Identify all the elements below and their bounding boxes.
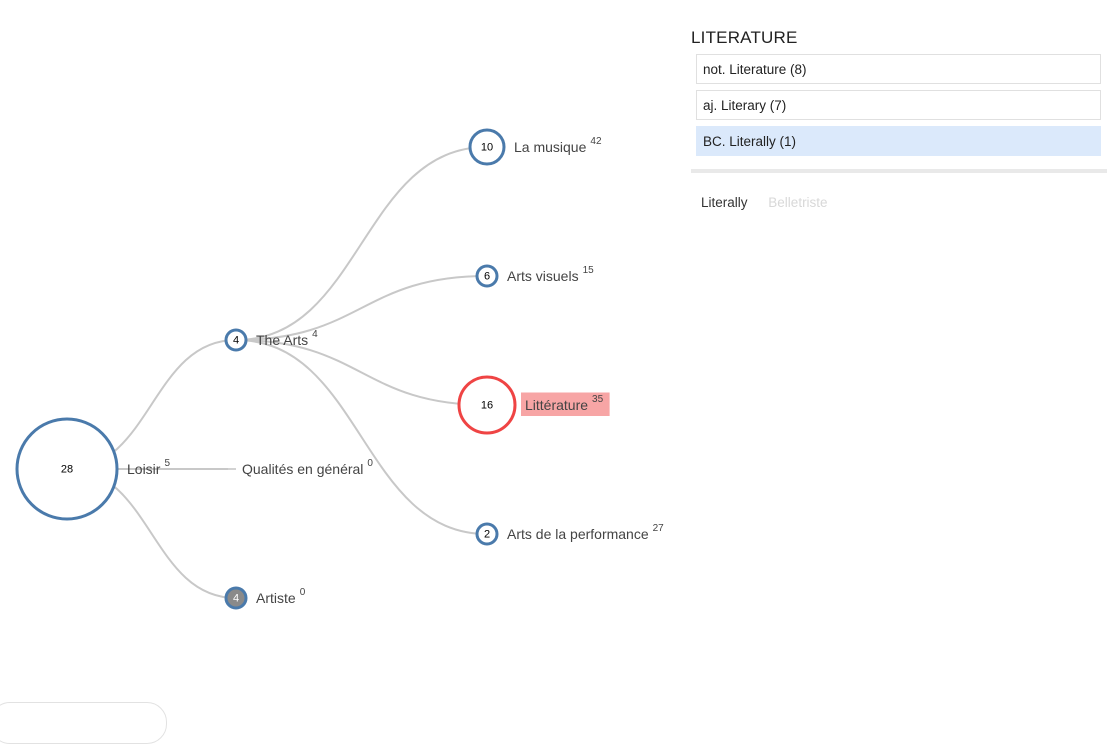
sense-panel: LITERATURE not. Literature (8) aj. Liter… [691, 0, 1107, 210]
node-label-count: 15 [583, 265, 595, 276]
node-count: 28 [61, 464, 73, 476]
node-label[interactable]: Arts visuels 15 [507, 265, 594, 285]
tree-node-qualites[interactable]: Qualités en général 0 [242, 458, 373, 478]
node-circle[interactable] [457, 375, 517, 435]
panel-divider [691, 169, 1107, 173]
tree-node-visuels[interactable]: 6 Arts visuels 15 [475, 264, 594, 288]
node-label-count: 35 [592, 394, 604, 405]
tree-node-performance[interactable]: 2 Arts de la performance 27 [475, 522, 664, 546]
tree-node-arts[interactable]: 4 The Arts 4 [224, 328, 318, 352]
panel-title: LITERATURE [691, 28, 798, 47]
node-label-text: Arts de la performance [507, 526, 649, 542]
synonym-row: Literally Belletriste [701, 195, 1107, 210]
node-circle[interactable] [224, 586, 248, 610]
node-label[interactable]: The Arts 4 [256, 329, 318, 349]
selected-label-highlight [521, 392, 610, 416]
sense-list: not. Literature (8) aj. Literary (7) BC.… [696, 54, 1101, 156]
node-count: 16 [481, 400, 493, 412]
node-label-text: La musique [514, 139, 587, 155]
synonym-literally[interactable]: Literally [701, 195, 748, 210]
bottom-control[interactable] [0, 702, 167, 744]
node-label-count: 42 [590, 136, 602, 147]
node-label[interactable]: Artiste 0 [256, 587, 306, 607]
node-label-count: 5 [164, 458, 170, 469]
node-count: 4 [233, 335, 239, 347]
node-label[interactable]: Arts de la performance 27 [507, 523, 664, 543]
node-label-count: 4 [312, 329, 318, 340]
node-count: 4 [233, 593, 239, 605]
node-label-text: The Arts [256, 332, 308, 348]
tree-link-arts-musique [235, 146, 488, 341]
sense-item-literally[interactable]: BC. Literally (1) [696, 126, 1101, 156]
node-count: 2 [484, 529, 490, 541]
node-label-count: 27 [653, 523, 665, 534]
node-label-count: 0 [300, 587, 306, 598]
node-circle[interactable] [468, 128, 506, 166]
node-label[interactable]: Qualités en général 0 [242, 458, 373, 478]
tree-link-arts-performance [235, 339, 488, 535]
node-label-text: Artiste [256, 590, 296, 606]
tree-link-arts-visuels [235, 275, 488, 341]
node-count: 10 [481, 142, 493, 154]
node-count: 6 [484, 271, 490, 283]
node-label-text: Littérature [525, 397, 588, 413]
sense-item-literature[interactable]: not. Literature (8) [696, 54, 1101, 84]
node-label-text: Loisir [127, 461, 161, 477]
node-label-count: 0 [367, 458, 373, 469]
node-circle[interactable] [224, 328, 248, 352]
tree-link-arts-litterature [235, 339, 488, 406]
tree-node-litterature[interactable]: 16 Littérature 35 [457, 375, 610, 435]
node-label-text: Qualités en général [242, 461, 363, 477]
node-label-text: Arts visuels [507, 268, 579, 284]
node-circle[interactable] [475, 522, 499, 546]
tree-node-artiste[interactable]: 4 Artiste 0 [224, 586, 306, 610]
node-circle[interactable] [15, 417, 119, 521]
node-label[interactable]: Littérature 35 [525, 394, 604, 414]
tree-links [66, 146, 488, 599]
node-circle[interactable] [475, 264, 499, 288]
sense-item-literary[interactable]: aj. Literary (7) [696, 90, 1101, 120]
synonym-belletriste[interactable]: Belletriste [768, 195, 828, 210]
